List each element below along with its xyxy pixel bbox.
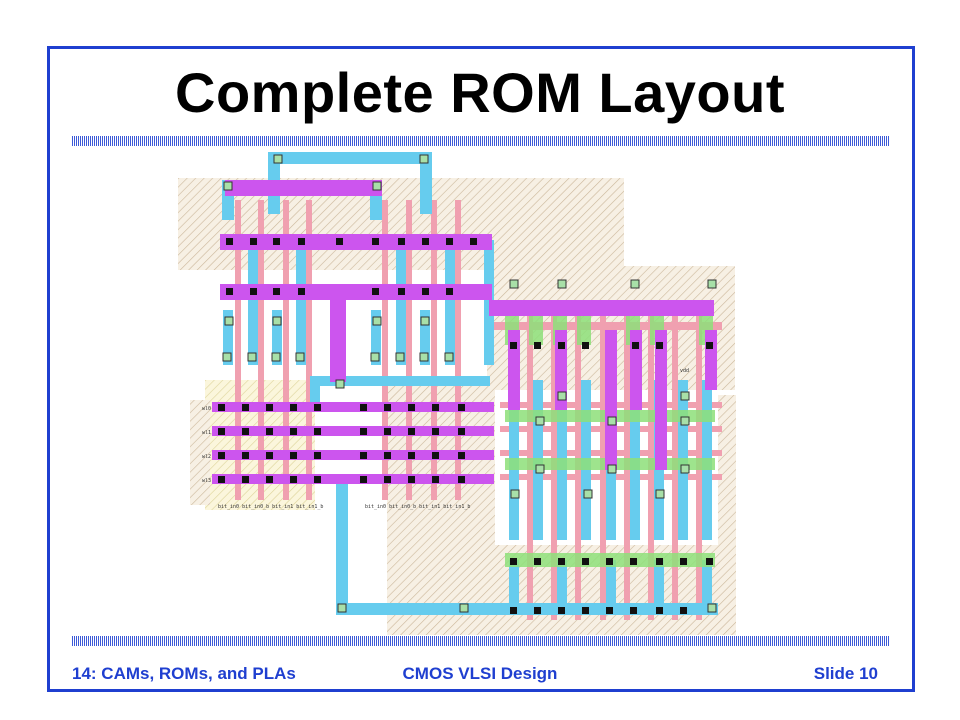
wl2-label: wl2 [202, 454, 211, 460]
footer-title: CMOS VLSI Design [402, 664, 558, 683]
footer-rule [72, 636, 889, 646]
vias [222, 154, 717, 613]
footer-slide-number: Slide 10 [813, 664, 878, 683]
wl3-label: wl3 [202, 478, 211, 484]
wl0-label: wl0 [202, 406, 211, 412]
title-rule [72, 136, 889, 146]
slide-title: Complete ROM Layout [175, 61, 785, 124]
contacts [218, 238, 713, 614]
wl1-label: wl1 [202, 430, 211, 436]
slide-frame [47, 46, 915, 692]
bit-labels-left: bit_in0 bit_in0_b bit_in1 bit_in1_b [218, 504, 323, 510]
bit-labels-right: bit_in0 bit_in0_b bit_in1 bit_in1_b [365, 504, 470, 510]
footer-course: 14: CAMs, ROMs, and PLAs [72, 664, 296, 683]
vdd-label: vdd [680, 368, 689, 374]
